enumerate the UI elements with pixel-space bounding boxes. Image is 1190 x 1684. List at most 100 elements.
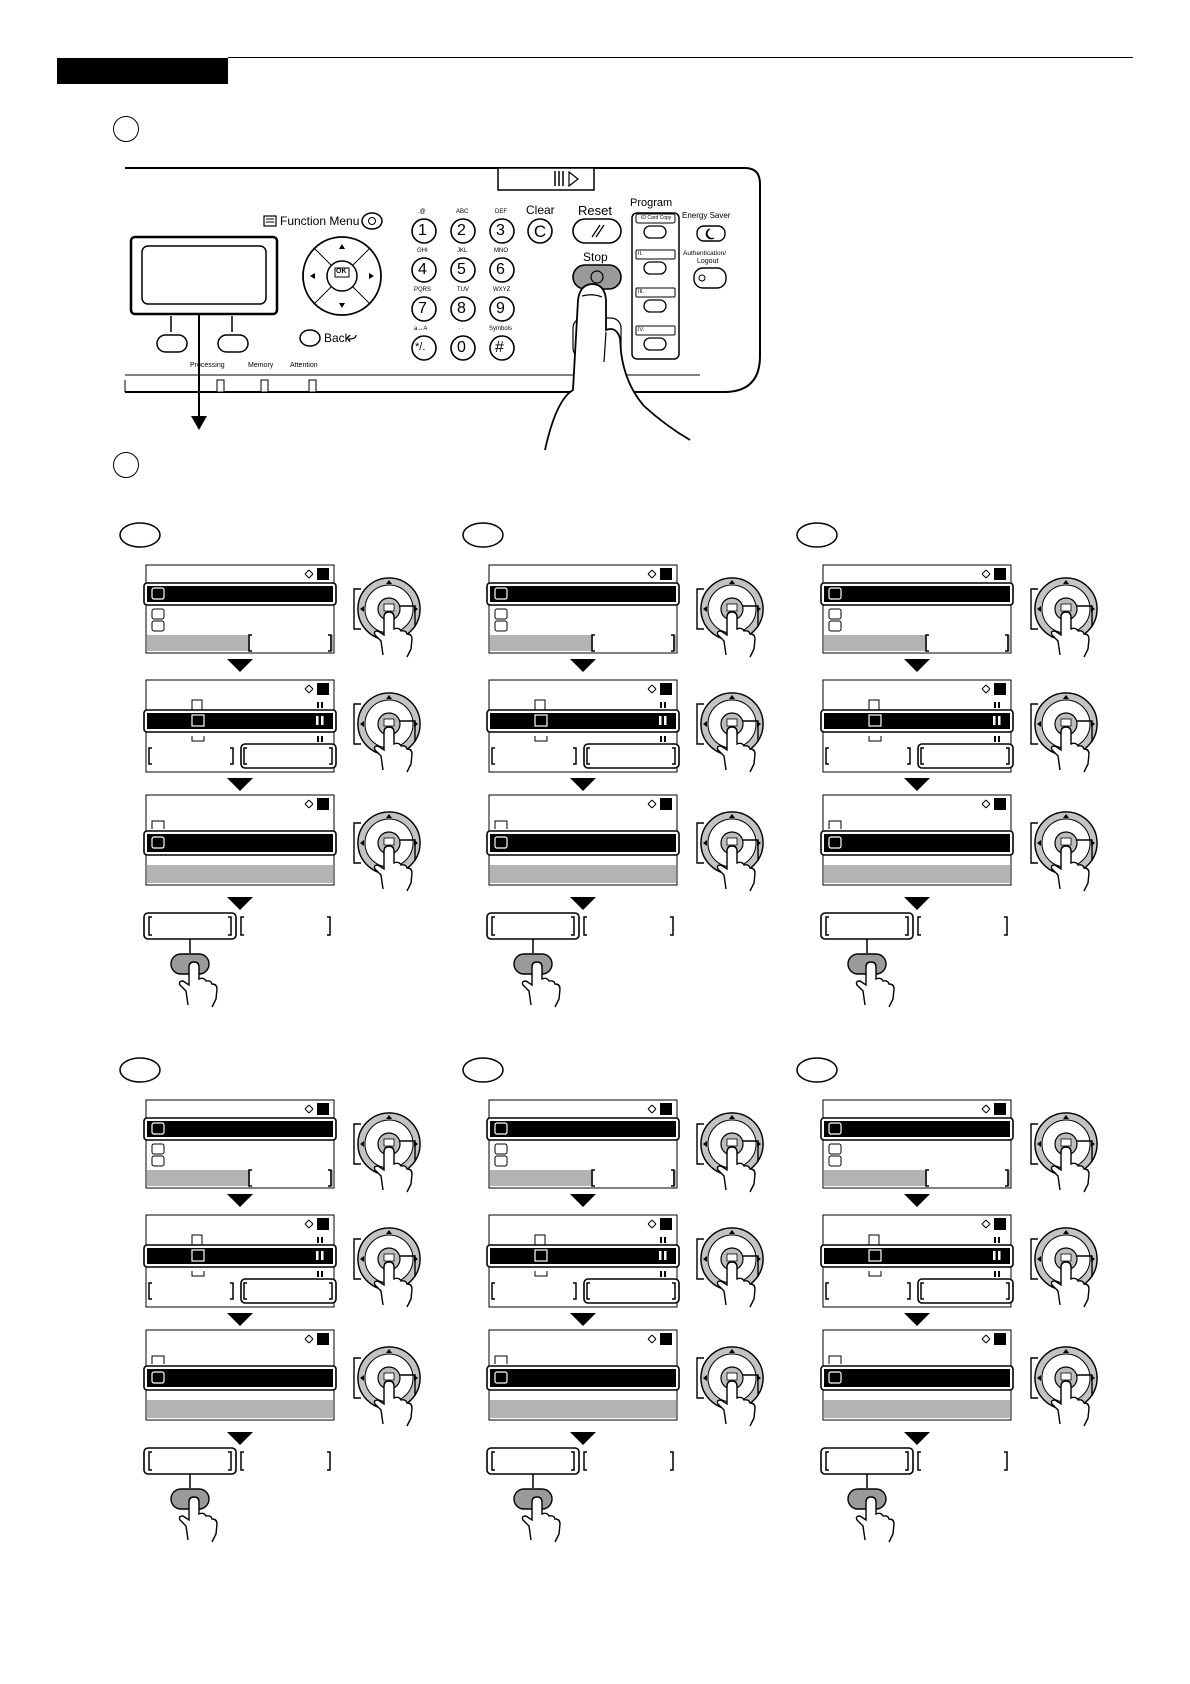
auth-label-line2: Logout <box>697 258 719 265</box>
energy-saver-label: Energy Saver <box>682 211 731 220</box>
lcd-selected-row <box>824 713 1010 729</box>
finger-press-icon <box>373 1146 413 1193</box>
finger-press-icon <box>716 611 756 658</box>
ok-badge-icon <box>660 798 672 810</box>
softkey-right <box>583 916 674 936</box>
sequence-oval-marker <box>796 1057 838 1083</box>
auth-label-line1: Authentication/ <box>683 250 727 257</box>
finger-press-icon <box>1050 845 1090 892</box>
key-star[interactable]: */. <box>415 341 426 353</box>
ok-badge-icon <box>994 1103 1006 1115</box>
down-arrow-icon <box>227 659 253 672</box>
key-6[interactable]: 6 <box>496 261 505 278</box>
program-slot-3: III. <box>638 289 645 295</box>
softkey-right <box>583 1451 674 1471</box>
key-8[interactable]: 8 <box>457 300 466 317</box>
lcd-status-bar <box>824 865 1010 883</box>
ok-badge-icon <box>660 568 672 580</box>
ok-badge-icon <box>994 683 1006 695</box>
clear-label: Clear <box>526 203 555 217</box>
key-hash-letters: Symbols <box>489 326 513 332</box>
finger-press-icon <box>521 1496 561 1543</box>
finger-press-icon <box>716 726 756 773</box>
down-arrow-icon <box>570 1313 596 1326</box>
lcd-selected-row <box>824 1121 1010 1137</box>
finger-press-icon <box>716 1146 756 1193</box>
down-arrow-icon <box>904 1432 930 1445</box>
down-arrow-icon <box>227 897 253 910</box>
lcd-selected-row <box>147 1248 333 1264</box>
finger-press-icon <box>521 961 561 1008</box>
ok-badge-icon <box>660 1333 672 1345</box>
lcd-selected-row <box>490 834 676 852</box>
sequence-oval-marker <box>462 1057 504 1083</box>
down-arrow-icon <box>227 1194 253 1207</box>
ok-badge-icon <box>317 568 329 580</box>
softkey-left <box>486 912 580 940</box>
key-5[interactable]: 5 <box>457 261 466 278</box>
ok-badge-icon <box>317 798 329 810</box>
stop-label: Stop <box>583 250 608 264</box>
lcd-selected-row <box>824 834 1010 852</box>
key-1[interactable]: 1 <box>418 222 427 239</box>
ok-badge-icon <box>994 1333 1006 1345</box>
key-hash[interactable]: # <box>495 339 504 356</box>
down-arrow-icon <box>227 1432 253 1445</box>
finger-press-icon <box>1050 611 1090 658</box>
ok-badge-icon <box>994 798 1006 810</box>
softkey-right <box>917 1451 1008 1471</box>
key-3-letters: DEF <box>495 209 507 215</box>
finger-press-icon <box>1050 726 1090 773</box>
down-arrow-icon <box>570 659 596 672</box>
key-0-letters: · · <box>458 326 464 332</box>
lcd-status-bar <box>490 865 676 883</box>
indicator-attention: Attention <box>290 362 318 369</box>
lcd-selected-row <box>147 1369 333 1387</box>
svg-text:C: C <box>534 222 546 241</box>
function-menu-label: Function Menu <box>280 214 360 228</box>
lcd-selected-row <box>490 1369 676 1387</box>
finger-press-icon <box>716 845 756 892</box>
finger-press-icon <box>1050 1380 1090 1427</box>
lcd-selected-row <box>824 1369 1010 1387</box>
down-arrow-icon <box>904 1194 930 1207</box>
id-card-copy-label: ID Card Copy <box>641 215 672 221</box>
key-3[interactable]: 3 <box>496 222 505 239</box>
ok-badge-icon <box>317 1218 329 1230</box>
indicator-memory: Memory <box>248 362 274 369</box>
lcd-selected-row <box>490 713 676 729</box>
ok-badge-icon <box>660 1218 672 1230</box>
ok-badge-icon <box>660 683 672 695</box>
step-2-marker <box>113 452 139 478</box>
back-label: Back <box>324 331 351 345</box>
key-0[interactable]: 0 <box>457 339 466 356</box>
down-arrow-icon <box>570 1432 596 1445</box>
key-9[interactable]: 9 <box>496 300 505 317</box>
softkey-left <box>820 1447 914 1475</box>
lcd-selected-row <box>490 1121 676 1137</box>
softkey-left <box>486 1447 580 1475</box>
step-1-marker <box>113 116 139 142</box>
key-6-letters: MNO <box>494 248 508 254</box>
sequence-oval-marker <box>796 522 838 548</box>
lcd-status-bar <box>824 1400 1010 1418</box>
finger-press-icon <box>855 961 895 1008</box>
down-arrow-icon <box>570 897 596 910</box>
operation-panel: C <box>124 167 761 451</box>
key-7[interactable]: 7 <box>418 300 427 317</box>
softkey-left <box>820 912 914 940</box>
down-arrow-icon <box>570 778 596 791</box>
softkey-right <box>917 916 1008 936</box>
lcd-selected-row <box>147 834 333 852</box>
finger-press-icon <box>1050 1261 1090 1308</box>
sequence-oval-marker <box>119 1057 161 1083</box>
softkey-left <box>143 1447 237 1475</box>
key-4[interactable]: 4 <box>418 261 427 278</box>
lcd-selected-row <box>147 586 333 602</box>
lcd-selected-row <box>824 586 1010 602</box>
key-2[interactable]: 2 <box>457 222 466 239</box>
down-arrow-icon <box>904 1313 930 1326</box>
key-star-letters: a↔A <box>414 326 428 332</box>
header-rule <box>228 57 1133 58</box>
